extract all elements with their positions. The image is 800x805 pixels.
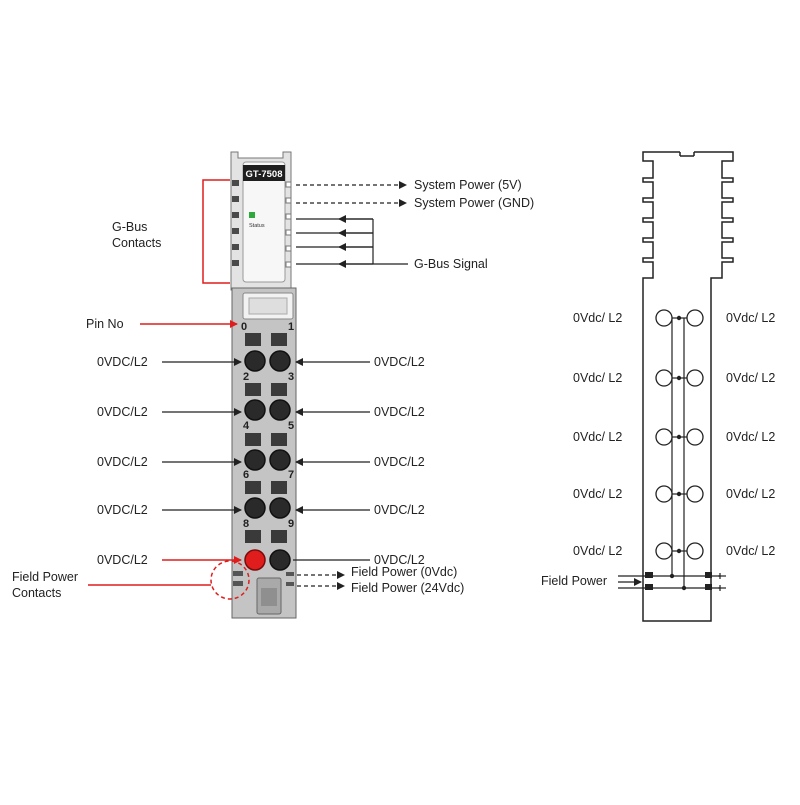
terminal-hole xyxy=(269,399,291,421)
field-power-0vdc-label: Field Power (0Vdc) xyxy=(351,565,457,579)
pin-number: 1 xyxy=(288,321,294,333)
schematic-left-label: 0Vdc/ L2 xyxy=(573,311,622,325)
pin-number: 6 xyxy=(243,469,249,481)
pin-label-left: 0VDC/L2 xyxy=(97,553,148,567)
pin-number: 3 xyxy=(288,371,294,383)
field-power-contacts-label-line2: Contacts xyxy=(12,586,61,600)
schematic-left-label: 0Vdc/ L2 xyxy=(573,544,622,558)
terminal-hole xyxy=(244,350,266,372)
gbus-signal-arrows xyxy=(296,215,408,268)
system-power-gnd-label: System Power (GND) xyxy=(414,196,534,210)
module-label-panel xyxy=(242,161,286,283)
terminal-hole xyxy=(269,350,291,372)
schematic-right-label: 0Vdc/ L2 xyxy=(726,430,775,444)
terminal-hole-highlight xyxy=(244,549,266,571)
pin-number: 2 xyxy=(243,371,249,383)
pin-no-label: Pin No xyxy=(86,317,124,331)
pin-label-left: 0VDC/L2 xyxy=(97,455,148,469)
pin-label-left: 0VDC/L2 xyxy=(97,355,148,369)
pin-number: 7 xyxy=(288,469,294,481)
pin-number: 8 xyxy=(243,518,249,530)
terminal-slots xyxy=(245,333,287,543)
status-led-label: Status xyxy=(249,223,265,229)
pin-label-left: 0VDC/L2 xyxy=(97,503,148,517)
gbus-contact xyxy=(232,260,239,266)
gbus-contacts xyxy=(232,180,239,266)
pin-label-right: 0VDC/L2 xyxy=(374,355,425,369)
gbus-contact xyxy=(232,180,239,186)
gbus-contact xyxy=(232,196,239,202)
gbus-contact xyxy=(232,228,239,234)
schematic-left-label: 0Vdc/ L2 xyxy=(573,371,622,385)
pin-label-right: 0VDC/L2 xyxy=(374,503,425,517)
field-power-contact xyxy=(233,581,243,586)
field-power-24vdc-label: Field Power (24Vdc) xyxy=(351,581,464,595)
terminal-hole xyxy=(244,399,266,421)
status-led xyxy=(249,212,255,218)
schematic xyxy=(618,146,734,622)
schematic-left-label: 0Vdc/ L2 xyxy=(573,487,622,501)
gbus-contacts-label-line2: Contacts xyxy=(112,236,161,250)
terminal-hole xyxy=(244,449,266,471)
schematic-field-power-label: Field Power xyxy=(541,574,607,588)
module-model-label: GT-7508 xyxy=(246,169,283,180)
field-power-contacts-label-line1: Field Power xyxy=(12,570,78,584)
schematic-right-label: 0Vdc/ L2 xyxy=(726,311,775,325)
schematic-terminals xyxy=(655,309,704,560)
schematic-right-label: 0Vdc/ L2 xyxy=(726,487,775,501)
field-power-arrows xyxy=(297,571,345,590)
pin-number: 5 xyxy=(288,420,294,432)
terminal-holes xyxy=(244,350,291,571)
schematic-field-power-rails xyxy=(618,573,726,591)
gbus-signal-label: G-Bus Signal xyxy=(414,257,488,271)
field-power-contacts-highlight xyxy=(210,560,250,600)
io-module: GT-7508 Status xyxy=(230,151,297,619)
pin-number: 4 xyxy=(243,420,250,432)
system-power-arrows xyxy=(296,181,407,207)
pin-label-right: 0VDC/L2 xyxy=(374,405,425,419)
terminal-hole xyxy=(269,449,291,471)
gbus-contact xyxy=(232,244,239,250)
terminal-hole xyxy=(269,549,291,571)
field-power-contact xyxy=(233,571,243,576)
pin-label-arrows-right xyxy=(293,358,370,561)
schematic-top-notch xyxy=(680,146,694,156)
gbus-contact xyxy=(232,212,239,218)
module-right-slots xyxy=(285,181,292,268)
schematic-right-label: 0Vdc/ L2 xyxy=(726,544,775,558)
system-power-5v-label: System Power (5V) xyxy=(414,178,522,192)
pin-label-left: 0VDC/L2 xyxy=(97,405,148,419)
pin-label-right: 0VDC/L2 xyxy=(374,455,425,469)
pin-label-arrows-left xyxy=(162,358,242,514)
module-label-bar xyxy=(243,165,285,181)
schematic-outline xyxy=(642,151,734,622)
terminal-hole xyxy=(269,497,291,519)
pin-numbers: 0 1 2 3 4 5 6 7 8 9 xyxy=(241,321,294,530)
terminal-hole xyxy=(244,497,266,519)
pin-number: 9 xyxy=(288,518,294,530)
schematic-right-label: 0Vdc/ L2 xyxy=(726,371,775,385)
schematic-left-label: 0Vdc/ L2 xyxy=(573,430,622,444)
pin-label-right: 0VDC/L2 xyxy=(374,553,425,567)
gbus-contacts-label-line1: G-Bus xyxy=(112,220,147,234)
gbus-contacts-bracket xyxy=(202,179,230,284)
pin-number: 0 xyxy=(241,321,247,333)
